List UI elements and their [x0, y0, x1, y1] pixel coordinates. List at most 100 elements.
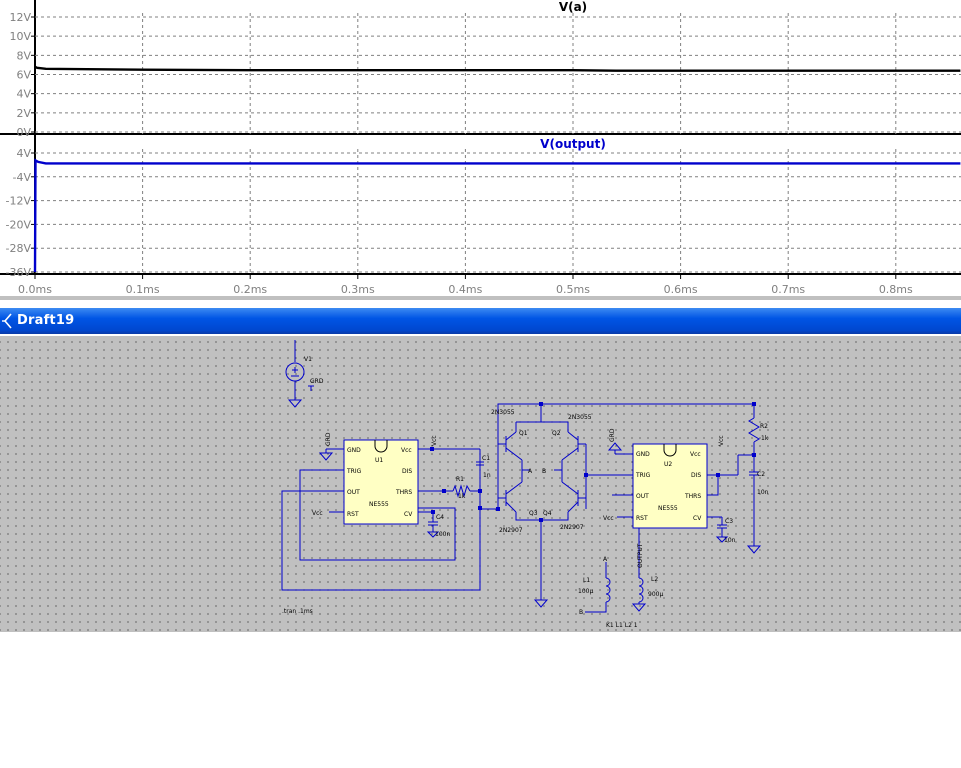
y-tick-label: 4V	[16, 147, 31, 160]
y-tick-label: 12V	[9, 11, 31, 24]
c3-label: C3	[725, 518, 733, 525]
u2-pin-thrs: THRS	[684, 493, 701, 500]
y-tick-label: -4V	[13, 171, 32, 184]
x-tick-label: 0.3ms	[341, 283, 375, 296]
u1-wiring	[281, 448, 484, 591]
x-tick-label: 0.0ms	[18, 283, 52, 296]
ne555-u2[interactable]	[632, 443, 708, 529]
tran-directive[interactable]: .tran .1ms	[282, 608, 313, 615]
v1-label: V1	[304, 356, 312, 363]
u2-junctions	[716, 402, 756, 477]
u1-model: NE555	[369, 501, 389, 508]
h-bridge-junctions	[496, 402, 588, 522]
u1-pin-thrs: THRS	[395, 489, 412, 496]
c1-label: C1	[482, 455, 490, 462]
schematic-title-bar[interactable]: Draft19	[0, 308, 961, 334]
l1-label: L1	[583, 577, 590, 584]
q1-label: Q1	[519, 430, 528, 437]
u2-model: NE555	[658, 505, 678, 512]
u2-pin-out: OUT	[636, 493, 649, 500]
plot-title-v-output[interactable]: V(output)	[540, 137, 606, 151]
y-tick-label: 10V	[9, 30, 31, 43]
u1-pin-out: OUT	[347, 489, 360, 496]
inductor-l2[interactable]	[631, 570, 647, 612]
c4-value: 100n	[435, 531, 450, 538]
u2-gnd-net-label: GRD	[609, 428, 616, 442]
u1-vcc-net-label: Vcc	[431, 435, 438, 446]
x-tick-label: 0.6ms	[664, 283, 698, 296]
x-tick-label: 0.4ms	[448, 283, 482, 296]
y-tick-label: -28V	[6, 242, 32, 255]
l2-label: L2	[651, 576, 658, 583]
c1-value: 1n	[483, 472, 491, 479]
x-tick-label: 0.8ms	[879, 283, 913, 296]
l1-net-b-label: B	[579, 609, 583, 616]
u1-pin-gnd: GND	[347, 447, 361, 454]
schematic-window[interactable]: Draft19 V1 GRD GRD Vcc	[0, 308, 961, 632]
schematic-window-title: Draft19	[17, 313, 75, 328]
u1-pin-vcc: Vcc	[401, 447, 412, 454]
y-tick-label: 2V	[16, 107, 31, 120]
u1-pin-rst: RST	[347, 511, 359, 518]
h-bridge[interactable]	[480, 403, 754, 608]
u2-ground-symbol	[607, 442, 633, 455]
u1-junctions	[430, 447, 482, 514]
trace-v-a[interactable]	[34, 65, 961, 72]
node-b-label: B	[542, 468, 546, 475]
schematic-icon	[2, 313, 12, 329]
y-tick-label: 4V	[16, 88, 31, 101]
u1-pin-trig: TRIG	[346, 468, 362, 475]
q2-label: Q2	[552, 430, 561, 437]
u1-ground-symbol	[318, 448, 344, 461]
l1-net-a-label: A	[603, 556, 608, 563]
r2-label: R2	[760, 423, 768, 430]
u2-name: U2	[664, 461, 672, 468]
x-tick-label: 0.5ms	[556, 283, 590, 296]
y-tick-label: -12V	[6, 195, 32, 208]
q4-model: 2N2907	[560, 524, 584, 531]
output-net-label: OUTPUT	[637, 543, 644, 568]
q3-model: 2N2907	[499, 527, 523, 534]
r2-value: 1k	[761, 435, 769, 442]
k1-directive[interactable]: K1 L1 L2 1	[606, 622, 638, 629]
u1-pin-cv: CV	[404, 511, 413, 518]
x-tick-label: 0.1ms	[126, 283, 160, 296]
q3-label: Q3	[529, 510, 538, 517]
u1-name: U1	[375, 457, 383, 464]
q2-model: 2N3055	[568, 414, 592, 421]
node-a-label: A	[528, 468, 533, 475]
u2-pin-rst: RST	[636, 515, 648, 522]
waveform-plots[interactable]: V(a) V(output) 12V10V8V6V4V2V0V4V-4V-12V…	[0, 0, 961, 300]
u2-wiring	[612, 404, 762, 570]
u1-gnd-net-label: GRD	[325, 432, 332, 446]
schematic-canvas[interactable]: V1 GRD GRD Vcc U1 NE555 GND TRIG OUT RST…	[0, 336, 961, 632]
ne555-u1[interactable]	[343, 439, 419, 525]
trace-v-output[interactable]	[33, 158, 961, 273]
u2-pin-trig: TRIG	[635, 472, 651, 479]
v1-grd-label: GRD	[310, 378, 324, 385]
y-tick-label: 6V	[16, 69, 31, 82]
q1-model: 2N3055	[491, 409, 515, 416]
c2-label: C2	[757, 471, 765, 478]
voltage-source-v1[interactable]	[285, 340, 314, 408]
u1-rst-vcc-label: Vcc	[312, 510, 323, 517]
u2-pin-vcc: Vcc	[690, 451, 701, 458]
x-tick-label: 0.2ms	[233, 283, 267, 296]
y-tick-label: -20V	[6, 218, 32, 231]
l2-value: 900µ	[648, 591, 663, 598]
y-tick-label: -36V	[6, 266, 32, 279]
c2-value: 10n	[757, 489, 769, 496]
r1-label: R1	[456, 476, 464, 483]
x-tick-label: 0.7ms	[771, 283, 805, 296]
u2-pin-dis: DIS	[691, 472, 701, 479]
c3-value: 10n	[724, 537, 736, 544]
y-tick-label: 8V	[16, 49, 31, 62]
plot-title-v-a[interactable]: V(a)	[559, 0, 587, 14]
u1-pin-dis: DIS	[402, 468, 412, 475]
u2-vcc-net-label: Vcc	[718, 435, 725, 446]
u2-pin-gnd: GND	[636, 451, 650, 458]
c4-label: C4	[436, 514, 444, 521]
u2-pin-cv: CV	[693, 515, 702, 522]
inductor-l1[interactable]	[585, 562, 611, 613]
